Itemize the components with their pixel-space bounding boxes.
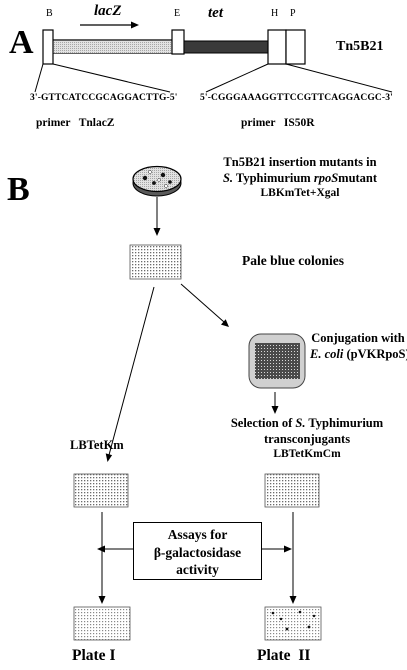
plate-i-graphic bbox=[73, 606, 131, 641]
lacz-segment bbox=[52, 41, 178, 53]
step3-line1: Conjugation with bbox=[311, 331, 405, 345]
primer-tnlacz-label: primer TnlacZ bbox=[36, 117, 115, 129]
transposon-map bbox=[34, 21, 393, 93]
right-line2: transconjugants bbox=[263, 431, 351, 446]
right-line3: LBTetKmCm bbox=[273, 448, 341, 461]
step3-caption: Conjugation with E. coli (pVKRpoS) bbox=[310, 331, 407, 363]
petri-dish bbox=[132, 165, 182, 197]
right-branch-caption: Selection of S. Typhimurium transconjuga… bbox=[212, 416, 402, 462]
pale-blue-colonies-plate bbox=[129, 244, 182, 280]
right-line1: Selection of S. Typhimurium bbox=[212, 416, 402, 432]
step3-plasmid: (pVKRpoS) bbox=[343, 346, 407, 361]
assay-line1: Assays for bbox=[167, 527, 228, 542]
step1-caption: Tn5B21 insertion mutants in S. Typhimuri… bbox=[200, 155, 400, 201]
step1-gene: rpoS bbox=[313, 170, 339, 185]
step3-line2: E. coli (pVKRpoS) bbox=[310, 346, 407, 363]
plate-ii-label: Plate II bbox=[257, 647, 311, 664]
assay-box: Assays for β-galactosidase activity bbox=[133, 522, 262, 580]
primer-is50r-sequence: 5'-CGGGAAAGGTTCCGTTCAGGACGC-3' bbox=[200, 93, 393, 103]
plate-ii-graphic bbox=[264, 606, 322, 641]
construct-label: Tn5B21 bbox=[336, 39, 384, 54]
site-b-label: B bbox=[46, 8, 53, 19]
step1-line3: LBKmTet+Xgal bbox=[260, 187, 340, 200]
assay-line3: activity bbox=[176, 562, 219, 578]
step1-tail: mutant bbox=[338, 170, 378, 185]
lbtetkm-plate bbox=[73, 473, 129, 508]
right-organism: S. bbox=[295, 416, 306, 430]
primer-is50r-label: primer IS50R bbox=[241, 117, 315, 129]
assay-line2: β-galactosidase bbox=[153, 544, 242, 560]
panel-b-label: B bbox=[7, 171, 30, 208]
primer-tnlacz-sequence: 3'-GTTCATCCGCAGGACTTG-5' bbox=[30, 93, 178, 103]
site-h-label: H bbox=[271, 8, 279, 19]
panel-a-label: A bbox=[9, 24, 34, 61]
left-end-box bbox=[42, 29, 54, 65]
lbtetkmcm-plate bbox=[264, 473, 320, 508]
tet-segment bbox=[183, 40, 269, 54]
right-end-box-h bbox=[267, 29, 287, 65]
left-medium-label: LBTetKm bbox=[70, 438, 124, 452]
e-site-box bbox=[171, 29, 185, 55]
step2-caption: Pale blue colonies bbox=[242, 253, 344, 268]
site-p-label: P bbox=[290, 8, 296, 19]
site-e-label: E bbox=[174, 8, 181, 19]
right-end-box-p bbox=[285, 29, 306, 65]
step1-line2: S. Typhimurium rpoSmutant bbox=[200, 171, 400, 187]
step1-line1: Tn5B21 insertion mutants in bbox=[223, 155, 377, 169]
lacz-gene-label: lacZ bbox=[94, 3, 122, 19]
right-selection-prefix: Selection of bbox=[230, 416, 296, 430]
step1-organism: S. bbox=[222, 170, 234, 185]
step1-organism-rest: Typhimurium bbox=[233, 170, 314, 185]
tet-gene-label: tet bbox=[208, 5, 223, 21]
step3-organism: E. coli bbox=[310, 346, 344, 361]
plate-i-label: Plate I bbox=[72, 647, 116, 664]
right-organism-rest: Typhimurium bbox=[305, 416, 384, 430]
